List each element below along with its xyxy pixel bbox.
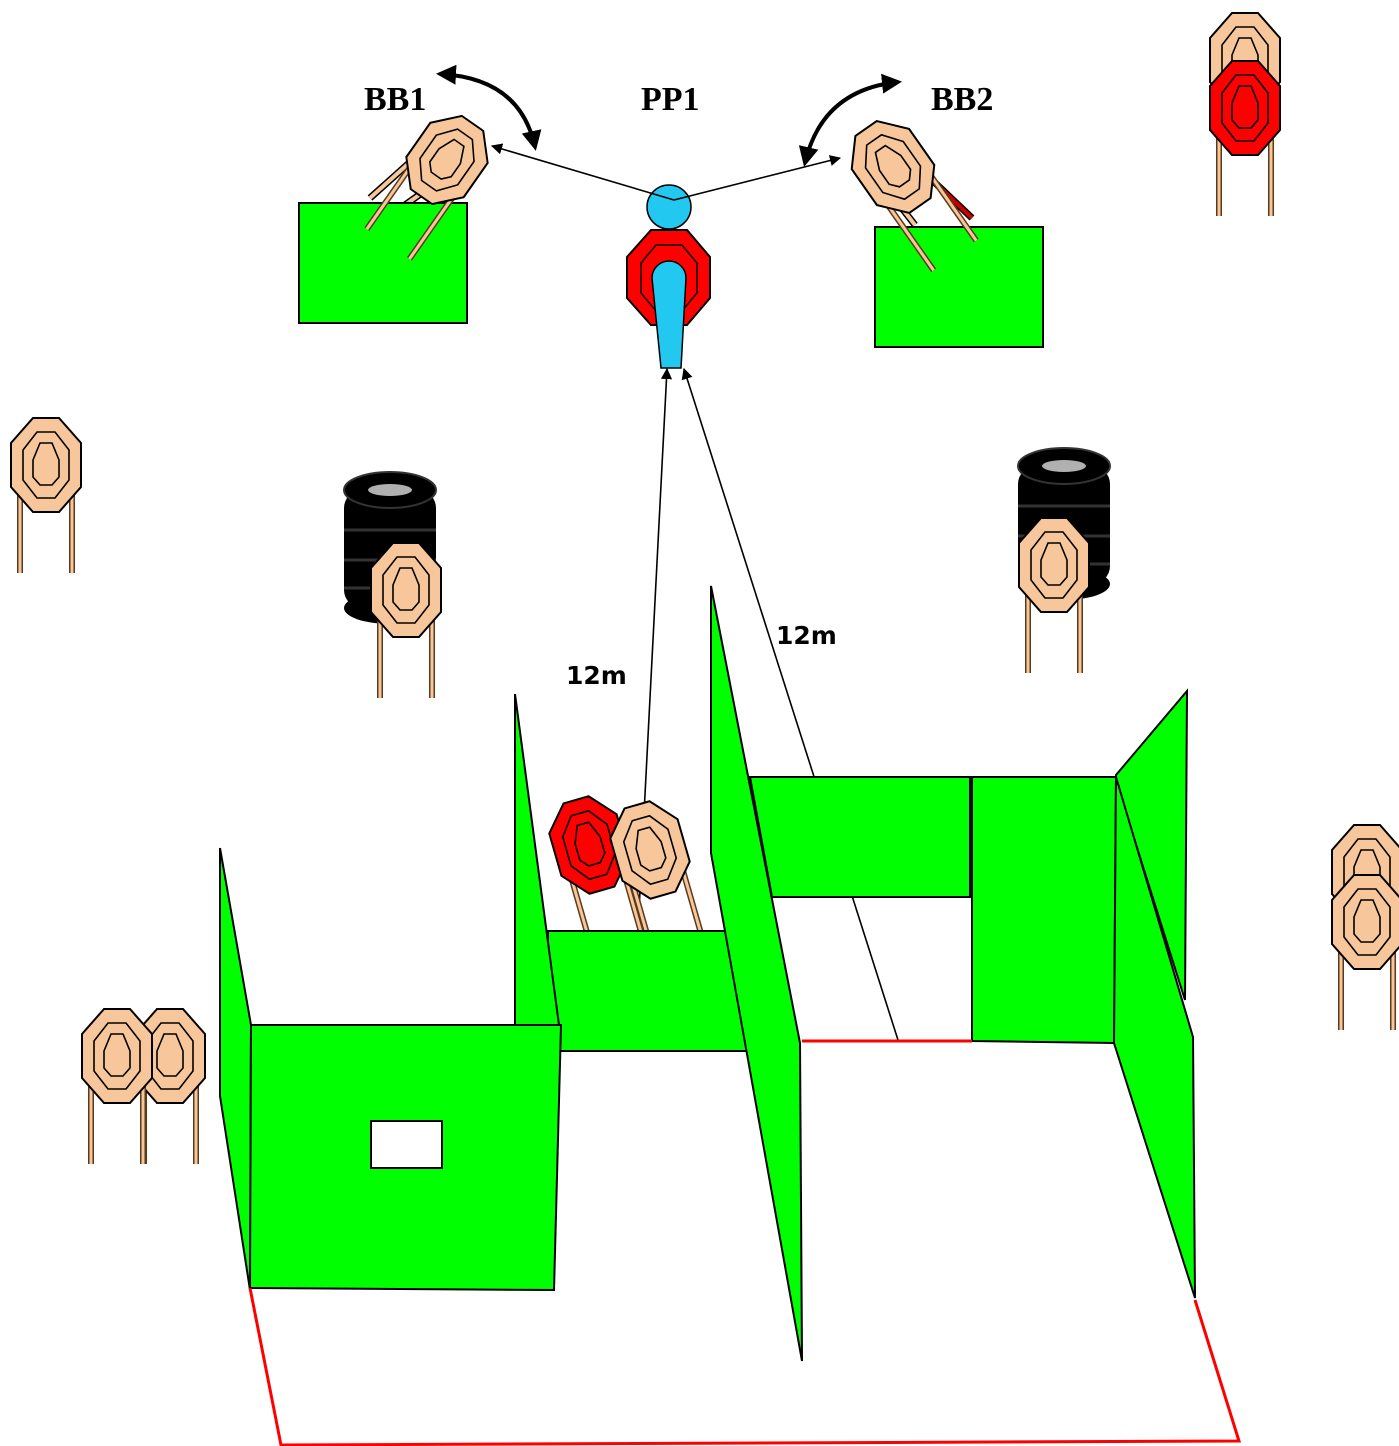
pp1-label: PP1	[641, 81, 700, 118]
wall-structure	[219, 585, 1196, 1362]
no-shoot-target-icon	[1210, 61, 1280, 216]
paper-target-icon	[11, 418, 81, 573]
paper-target-icon	[82, 1009, 152, 1164]
paper-target-icon	[371, 543, 441, 698]
bb2-label: BB2	[931, 81, 993, 118]
window-port	[370, 1120, 443, 1169]
paper-target-icon	[1019, 518, 1089, 673]
barrel-box-2	[837, 108, 1044, 348]
bb1-label: BB1	[364, 81, 426, 118]
paper-target-icon	[1332, 875, 1399, 1030]
distance-label-right: 12m	[776, 621, 837, 650]
barrel-box-1	[298, 103, 501, 324]
fault-line	[248, 1039, 1242, 1446]
shooter-icon	[626, 184, 711, 369]
distance-label-left: 12m	[566, 661, 627, 690]
